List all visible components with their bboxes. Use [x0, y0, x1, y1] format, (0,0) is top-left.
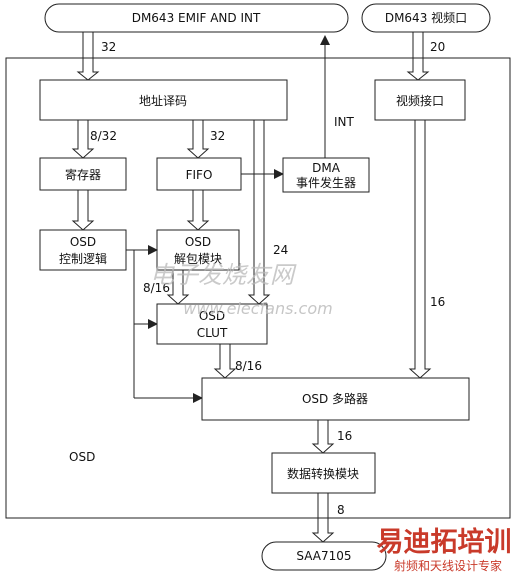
- bus-clut-to-mux: [213, 344, 237, 379]
- clut-label-line1: OSD: [199, 309, 225, 323]
- clut-label-line2: CLUT: [197, 326, 228, 340]
- bus-label-8: 8: [337, 503, 345, 517]
- osd-unpack-module-block: [156, 229, 240, 271]
- bus-mux-to-convert: [311, 420, 335, 454]
- register-label: 寄存器: [65, 167, 101, 182]
- bus-label-16-video: 16: [430, 295, 445, 309]
- video-interface-block: [374, 79, 466, 121]
- bus-label-20: 20: [430, 40, 445, 54]
- bus-label-8-32: 8/32: [90, 129, 117, 143]
- bus-label-16-mux: 16: [337, 429, 352, 443]
- bus-label-24: 24: [273, 243, 288, 257]
- osd-region-label: OSD: [69, 450, 95, 464]
- training-badge: 易迪拓培训 射频和天线设计专家: [377, 527, 512, 573]
- bus-register-to-control: [71, 190, 95, 231]
- bus-emif-to-decoder: [76, 32, 100, 81]
- fifo-label: FIFO: [186, 168, 213, 182]
- osd-control-label-line2: 控制逻辑: [59, 252, 107, 266]
- watermark-site-name: 电子发烧友网: [150, 261, 297, 289]
- data-conversion-block: [271, 452, 376, 494]
- register-block: [39, 157, 127, 191]
- fifo-block: [156, 157, 242, 191]
- osd-multiplexer-label: OSD 多路器: [302, 391, 368, 406]
- emif-int-label: DM643 EMIF AND INT: [132, 11, 261, 25]
- bus-video-to-mux: [408, 120, 432, 379]
- watermark-url: www.elecfans.com: [183, 299, 332, 318]
- video-port-block: [361, 3, 491, 33]
- osd-unpack-label-line2: 解包模块: [174, 252, 222, 266]
- dma-label-line2: 事件发生器: [296, 175, 356, 190]
- osd-control-label-line1: OSD: [70, 235, 96, 249]
- video-port-label: DM643 视频口: [385, 10, 467, 25]
- saa7105-label: SAA7105: [296, 549, 351, 563]
- bus-label-32-fifo: 32: [210, 129, 225, 143]
- osd-clut-block: [156, 303, 268, 345]
- bus-label-8-16-a: 8/16: [143, 281, 170, 295]
- bus-label-32-top: 32: [101, 40, 116, 54]
- bus-fifo-to-unpack: [186, 190, 210, 231]
- bus-decoder-to-fifo: [186, 120, 210, 159]
- bus-videoport-to-interface: [406, 32, 430, 81]
- emif-int-block: [44, 3, 349, 33]
- badge-subtitle: 射频和天线设计专家: [394, 558, 502, 573]
- video-interface-label: 视频接口: [396, 93, 444, 108]
- osd-unpack-label-line1: OSD: [185, 235, 211, 249]
- int-label: INT: [334, 115, 355, 129]
- dma-label-line1: DMA: [312, 161, 341, 175]
- data-conversion-label: 数据转换模块: [287, 466, 359, 481]
- osd-module-frame: [5, 57, 511, 519]
- dma-event-generator-block: [282, 157, 370, 193]
- saa7105-block: [261, 541, 387, 571]
- bus-label-8-16-b: 8/16: [235, 359, 262, 373]
- osd-multiplexer-block: [201, 377, 470, 421]
- address-decoder-block: [39, 79, 288, 121]
- address-decoder-label: 地址译码: [139, 94, 187, 108]
- badge-title: 易迪拓培训: [377, 527, 512, 558]
- osd-control-logic-block: [39, 229, 127, 271]
